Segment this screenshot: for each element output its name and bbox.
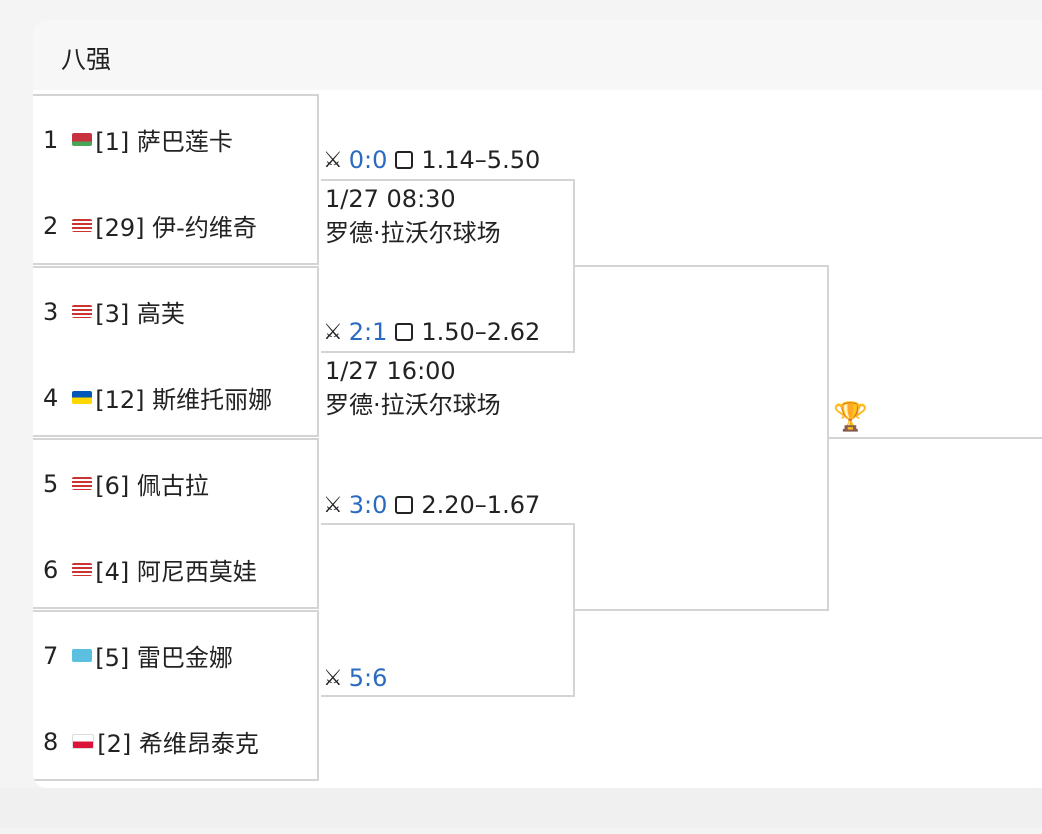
pair-2 bbox=[33, 266, 319, 437]
odds-chart-icon bbox=[395, 323, 414, 341]
bracket-card: 八强 1 [1] 萨巴莲卡 2 [29] 伊-约维奇 3 [3] 高芙 4 [12] 斯维托丽… bbox=[33, 20, 1042, 788]
pair-4 bbox=[33, 610, 319, 781]
flag-icon bbox=[72, 305, 93, 318]
match-label[interactable]: ⚔3:0 2.20–1.67 bbox=[323, 491, 540, 519]
header: 八强 bbox=[33, 20, 1042, 90]
match-score[interactable]: 3:0 bbox=[348, 491, 388, 519]
player-name: [12] 斯维托丽娜 bbox=[95, 386, 273, 414]
page-title: 八强 bbox=[61, 45, 112, 74]
player-row[interactable]: 7 [5] 雷巴金娜 bbox=[43, 638, 233, 673]
player-number: 8 bbox=[43, 727, 59, 756]
match-label[interactable]: ⚔0:0 1.14–5.50 bbox=[323, 146, 540, 174]
semi-bracket bbox=[575, 265, 829, 611]
flag-icon bbox=[72, 563, 93, 576]
player-number: 1 bbox=[43, 125, 59, 154]
bottom-scrollbar[interactable] bbox=[0, 788, 1042, 828]
trophy-icon: 🏆 bbox=[833, 400, 868, 433]
match-venue: 罗德·拉沃尔球场 bbox=[325, 391, 501, 419]
player-row[interactable]: 8 [2] 希维昂泰克 bbox=[43, 724, 259, 759]
flag-icon bbox=[72, 219, 93, 232]
match-score[interactable]: 5:6 bbox=[348, 664, 388, 692]
player-number: 3 bbox=[43, 297, 59, 326]
swords-icon: ⚔ bbox=[323, 319, 343, 345]
flag-icon bbox=[72, 649, 93, 662]
pair-3 bbox=[33, 438, 319, 609]
player-number: 7 bbox=[43, 641, 59, 670]
player-name: [5] 雷巴金娜 bbox=[95, 644, 233, 672]
odds-chart-icon bbox=[395, 151, 414, 169]
player-row[interactable]: 6 [4] 阿尼西莫娃 bbox=[43, 552, 257, 587]
flag-icon bbox=[72, 734, 95, 749]
swords-icon: ⚔ bbox=[323, 492, 343, 518]
r1-bracket-bottom bbox=[321, 523, 575, 697]
pair-1 bbox=[33, 94, 319, 265]
match-odds: 2.20–1.67 bbox=[421, 491, 541, 519]
player-name: [4] 阿尼西莫娃 bbox=[95, 558, 257, 586]
flag-icon bbox=[72, 391, 93, 404]
player-row[interactable]: 1 [1] 萨巴莲卡 bbox=[43, 122, 233, 157]
player-row[interactable]: 5 [6] 佩古拉 bbox=[43, 466, 209, 501]
player-name: [3] 高芙 bbox=[95, 300, 185, 328]
r1-bracket-top bbox=[321, 179, 575, 353]
flag-icon bbox=[72, 477, 93, 490]
match-score[interactable]: 2:1 bbox=[348, 318, 388, 346]
player-name: [2] 希维昂泰克 bbox=[97, 730, 259, 758]
match-odds: 1.14–5.50 bbox=[421, 146, 541, 174]
match-label[interactable]: ⚔5:6 bbox=[323, 664, 395, 692]
player-name: [1] 萨巴莲卡 bbox=[95, 128, 233, 156]
player-row[interactable]: 4 [12] 斯维托丽娜 bbox=[43, 380, 272, 415]
final-line bbox=[829, 437, 1042, 439]
player-name: [29] 伊-约维奇 bbox=[95, 214, 257, 242]
player-number: 2 bbox=[43, 211, 59, 240]
swords-icon: ⚔ bbox=[323, 665, 343, 691]
match-time: 1/27 16:00 bbox=[325, 357, 456, 385]
match-label[interactable]: ⚔2:1 1.50–2.62 bbox=[323, 318, 540, 346]
player-row[interactable]: 3 [3] 高芙 bbox=[43, 294, 185, 329]
match-info: 1/27 16:00 罗德·拉沃尔球场 bbox=[325, 354, 501, 422]
flag-icon bbox=[72, 133, 93, 146]
player-number: 5 bbox=[43, 469, 59, 498]
player-name: [6] 佩古拉 bbox=[95, 472, 209, 500]
swords-icon: ⚔ bbox=[323, 147, 343, 173]
match-venue: 罗德·拉沃尔球场 bbox=[325, 219, 501, 247]
player-row[interactable]: 2 [29] 伊-约维奇 bbox=[43, 208, 257, 243]
player-number: 4 bbox=[43, 383, 59, 412]
match-odds: 1.50–2.62 bbox=[421, 318, 541, 346]
match-score[interactable]: 0:0 bbox=[348, 146, 388, 174]
match-time: 1/27 08:30 bbox=[325, 185, 456, 213]
odds-chart-icon bbox=[395, 496, 414, 514]
match-info: 1/27 08:30 罗德·拉沃尔球场 bbox=[325, 182, 501, 250]
player-number: 6 bbox=[43, 555, 59, 584]
